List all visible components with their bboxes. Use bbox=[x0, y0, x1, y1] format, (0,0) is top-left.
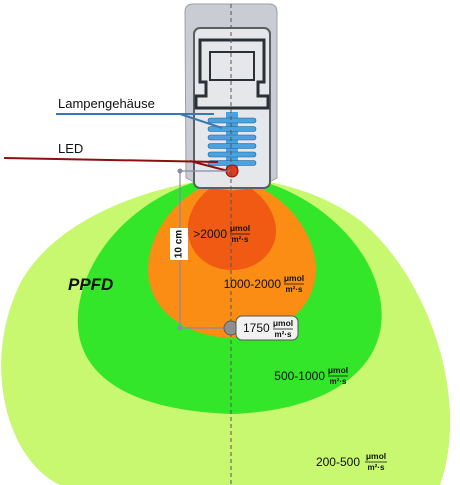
housing-inner-cavity bbox=[209, 51, 255, 81]
lamp-housing bbox=[184, 3, 278, 485]
measurement-value: 1750 bbox=[243, 321, 270, 335]
zone-label-1000-2000: 1000-2000 μmol m²·s bbox=[224, 273, 305, 294]
led-leader-line-diagonal bbox=[189, 160, 229, 172]
heatsink-fin bbox=[207, 117, 257, 124]
zone-range-500-1000: 500-1000 bbox=[274, 369, 325, 383]
heatsink-fin bbox=[207, 143, 257, 149]
zone-range-2000: >2000 bbox=[193, 227, 227, 241]
led-leader-line bbox=[3, 157, 219, 163]
heatsink-fin bbox=[207, 126, 257, 132]
zone-label-2000: >2000 μmol m²·s bbox=[193, 223, 250, 244]
zone-range-1000-2000: 1000-2000 bbox=[224, 277, 282, 291]
unit-numerator: μmol bbox=[273, 318, 293, 328]
housing-label: Lampengehäuse bbox=[58, 96, 155, 111]
zone-unit-denominator: m²·s bbox=[330, 377, 347, 386]
zone-unit-denominator: m²·s bbox=[232, 235, 249, 244]
unit-denominator: m²·s bbox=[275, 330, 292, 339]
measurement-unit: μmol m²·s bbox=[273, 318, 293, 339]
ppfd-label: PPFD bbox=[68, 275, 113, 294]
zone-label-500-1000: 500-1000 μmol m²·s bbox=[274, 365, 348, 386]
housing-inner-frame bbox=[194, 38, 270, 110]
measurement-badge bbox=[235, 315, 299, 341]
distance-label: 10 cm bbox=[174, 230, 185, 258]
distance-label-box bbox=[170, 228, 188, 260]
zone-label-200-500: 200-500 μmol m²·s bbox=[316, 451, 387, 472]
zone-unit-numerator: μmol bbox=[284, 273, 304, 283]
heatsink bbox=[207, 112, 257, 168]
heatsink-fin bbox=[207, 134, 257, 141]
zone-unit-denominator: m²·s bbox=[368, 463, 385, 472]
zone-unit-denominator: m²·s bbox=[286, 285, 303, 294]
heatsink-fin bbox=[207, 151, 257, 158]
zone-2000 bbox=[187, 180, 277, 270]
housing-leader-line-diagonal bbox=[179, 113, 223, 129]
zone-unit-numerator: μmol bbox=[366, 451, 386, 461]
zone-unit-numerator: μmol bbox=[230, 223, 250, 233]
led-label: LED bbox=[58, 141, 83, 156]
zone-unit-numerator: μmol bbox=[328, 365, 348, 375]
zone-range-200-500: 200-500 bbox=[316, 455, 360, 469]
